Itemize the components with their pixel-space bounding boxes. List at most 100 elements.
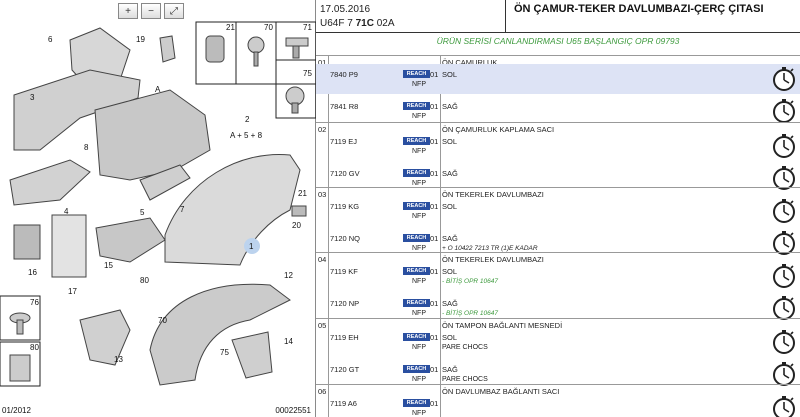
nfp-label: NFP <box>412 81 426 88</box>
column-divider <box>328 56 329 132</box>
callout-70b[interactable]: 70 <box>158 316 167 325</box>
callout-14[interactable]: 14 <box>284 337 293 346</box>
reach-badge: REACH <box>403 70 430 78</box>
header-title: ÖN ÇAMUR-TEKER DAVLUMBAZI-ÇERÇ ÇITASI <box>514 3 764 15</box>
header-date: 17.05.2016 <box>320 4 371 15</box>
callout-16[interactable]: 16 <box>28 268 37 277</box>
callout-13[interactable]: 13 <box>114 355 123 364</box>
inset-box-75 <box>275 59 316 119</box>
callout-2[interactable]: 2 <box>245 115 250 124</box>
part-number: 7120 GV <box>330 169 360 178</box>
callout-80b[interactable]: 80 <box>30 343 39 352</box>
part-13-shape <box>79 309 131 366</box>
part-19-shape <box>159 35 176 63</box>
part-number: 7120 GT <box>330 365 360 374</box>
reach-badge: REACH <box>403 102 430 110</box>
stopwatch-icon[interactable] <box>771 230 797 256</box>
side-description: SOL <box>442 267 458 276</box>
callout-5[interactable]: 5 <box>140 208 145 217</box>
callout-21[interactable]: 21 <box>226 23 235 32</box>
zoom-in-button[interactable]: + <box>118 3 138 19</box>
stopwatch-icon[interactable] <box>771 263 797 289</box>
parts-list-panel: 17.05.2016 U64F 7 71C 02A ÖN ÇAMUR-TEKER… <box>316 0 800 417</box>
fit-icon: ⤢ <box>170 5 178 17</box>
callout-6[interactable]: 6 <box>48 35 53 44</box>
rivet-75-part <box>285 86 305 106</box>
column-divider <box>440 319 441 395</box>
mudflap-14-shape <box>231 331 273 379</box>
callout-75b[interactable]: 75 <box>220 348 229 357</box>
diagram-footer-id: 00022551 <box>275 406 311 415</box>
stopwatch-icon[interactable] <box>771 395 797 417</box>
callout-19[interactable]: 19 <box>136 35 145 44</box>
column-divider <box>328 385 329 417</box>
callout-8[interactable]: 8 <box>84 143 89 152</box>
clip-21-small-part <box>291 205 307 217</box>
group-number: 01 <box>318 58 327 67</box>
exploded-diagram: 6 19 21 70 71 75 3 A 2 A + 5 + 8 8 5 4 7… <box>0 21 316 387</box>
stopwatch-icon[interactable] <box>771 329 797 355</box>
reach-badge: REACH <box>403 399 430 407</box>
part-number: 7840 P9 <box>330 70 358 79</box>
group-number: 04 <box>318 255 327 264</box>
part-number: 7119 KG <box>330 202 360 211</box>
header-meta: 17.05.2016 U64F 7 71C 02A <box>316 0 506 33</box>
stopwatch-icon[interactable] <box>771 198 797 224</box>
side-description: SOL <box>442 202 458 211</box>
callout-20[interactable]: 20 <box>292 221 301 230</box>
liner-12-shape <box>149 283 291 386</box>
callout-80[interactable]: 80 <box>140 276 149 285</box>
part-5-shape <box>139 164 191 201</box>
side-description: SAĞ <box>442 234 458 243</box>
stopwatch-icon[interactable] <box>771 295 797 321</box>
nfp-label: NFP <box>412 410 426 417</box>
callout-A[interactable]: A <box>155 85 161 94</box>
callout-71[interactable]: 71 <box>303 23 312 32</box>
callout-7[interactable]: 7 <box>180 205 185 214</box>
callout-15[interactable]: 15 <box>104 261 113 270</box>
callout-A-5-8[interactable]: A + 5 + 8 <box>230 131 263 140</box>
nfp-label: NFP <box>412 180 426 187</box>
stopwatch-icon[interactable] <box>771 133 797 159</box>
quantity: 01 <box>430 399 439 408</box>
fit-button[interactable]: ⤢ <box>164 3 184 19</box>
callout-1[interactable]: 1 <box>249 242 254 251</box>
inset-box-fasteners <box>195 21 316 85</box>
clip-80-part <box>9 354 31 382</box>
callout-17[interactable]: 17 <box>68 287 77 296</box>
group-number: 02 <box>318 125 327 134</box>
zoom-in-icon: + <box>125 5 131 17</box>
callout-21b[interactable]: 21 <box>298 189 307 198</box>
callout-3[interactable]: 3 <box>30 93 35 102</box>
group-title: ÖN DAVLUMBAZ BAĞLANTI SACI <box>442 387 560 396</box>
stopwatch-icon[interactable] <box>771 98 797 124</box>
highlight-marker <box>244 238 260 254</box>
zoom-out-button[interactable]: − <box>141 3 161 19</box>
column-divider <box>328 319 329 395</box>
callout-76[interactable]: 76 <box>30 298 39 307</box>
callout-12[interactable]: 12 <box>284 271 293 280</box>
callout-75[interactable]: 75 <box>303 69 312 78</box>
part-number: 7841 R8 <box>330 102 359 111</box>
group-number: 06 <box>318 387 327 396</box>
stopwatch-icon[interactable] <box>771 66 797 92</box>
quantity: 01 <box>430 137 439 146</box>
clip-21-part <box>205 35 225 63</box>
stopwatch-icon[interactable] <box>771 361 797 387</box>
callout-70[interactable]: 70 <box>264 23 273 32</box>
stopwatch-icon[interactable] <box>771 165 797 191</box>
callout-4[interactable]: 4 <box>64 207 69 216</box>
